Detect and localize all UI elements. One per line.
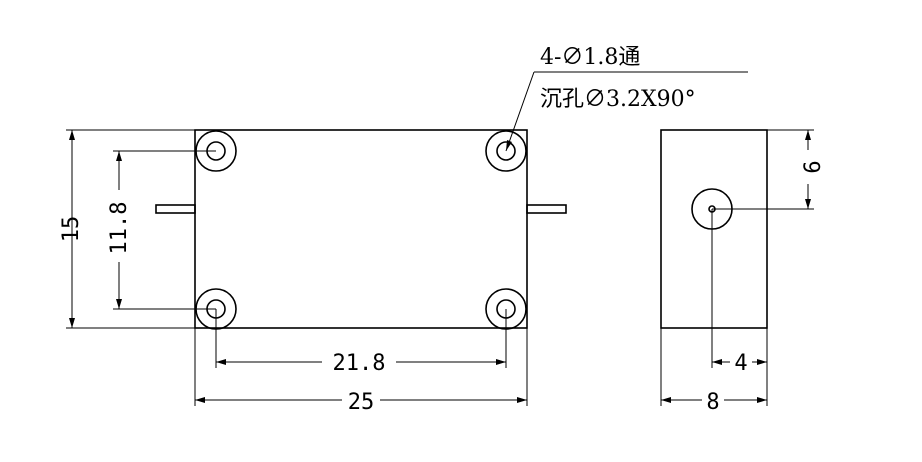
right-connector-pin — [526, 204, 567, 214]
dimension-side-hole-offset-vertical: 6 — [712, 129, 826, 210]
dimension-hole-spacing-horizontal: 21.8 — [215, 309, 507, 376]
mounting-hole-top-right — [485, 130, 527, 172]
dim-label-hole-spacing-vertical: 11.8 — [107, 202, 132, 255]
dimension-side-depth: 8 — [660, 328, 768, 415]
dim-label-side-hole-offset-horizontal: 4 — [734, 351, 747, 376]
dim-label-height-overall: 15 — [59, 216, 84, 243]
front-body-outline — [194, 129, 528, 329]
dim-label-side-depth: 8 — [706, 390, 719, 415]
side-view — [660, 129, 768, 329]
dim-label-hole-spacing-horizontal: 21.8 — [333, 351, 386, 376]
side-body-outline — [660, 129, 768, 329]
hole-note-line2: 沉孔∅3.2X90° — [540, 87, 696, 112]
dimension-hole-spacing-vertical: 11.8 — [106, 150, 216, 310]
front-view — [155, 129, 567, 330]
hole-note: 4-∅1.8通 沉孔∅3.2X90° — [505, 45, 748, 152]
dimension-width-overall: 25 — [194, 328, 528, 415]
hole-note-line1: 4-∅1.8通 — [540, 45, 640, 70]
dimension-side-hole-offset-horizontal: 4 — [711, 209, 768, 376]
dimension-height-overall: 15 — [59, 129, 195, 329]
dim-label-side-hole-offset-vertical: 6 — [801, 160, 826, 173]
left-connector-pin — [155, 204, 196, 214]
dim-label-width-overall: 25 — [348, 390, 375, 415]
